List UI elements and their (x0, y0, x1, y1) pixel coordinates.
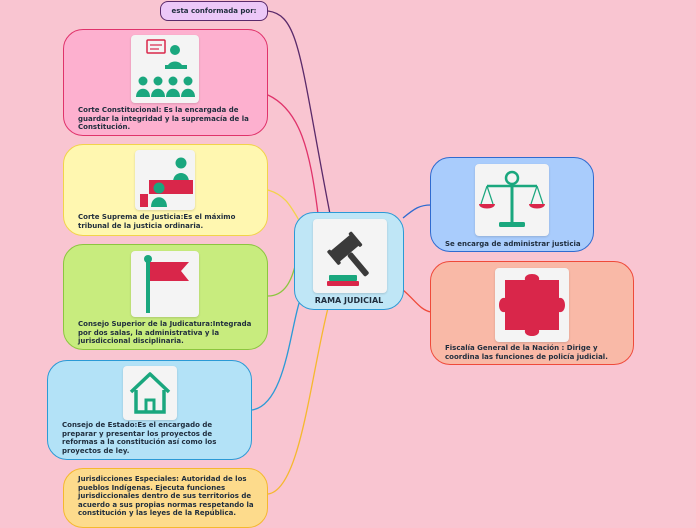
top-label-node[interactable]: esta conformada por: (160, 1, 268, 21)
node-corte-suprema[interactable]: Corte Suprema de Justicia:Es el máximo t… (63, 144, 268, 236)
node-administrar-justicia[interactable]: Se encarga de administrar justicia (430, 157, 594, 252)
scales-of-justice-icon (475, 164, 549, 236)
node-text: Corte Constitucional: Es la encargada de… (78, 106, 249, 132)
node-text: Consejo Superior de la Judicatura:Integr… (78, 320, 252, 346)
node-text: Jurisdicciones Especiales: Autoridad de … (78, 475, 254, 518)
node-consejo-estado[interactable]: Consejo de Estado:Es el encargado de pre… (47, 360, 252, 460)
puzzle-piece-icon (495, 268, 569, 342)
node-fiscalia[interactable]: Fiscalía General de la Nación : Dirige y… (430, 261, 634, 365)
link-jurisdicciones (267, 307, 329, 495)
node-text: Consejo de Estado:Es el encargado de pre… (62, 421, 217, 455)
node-text: Fiscalía General de la Nación : Dirige y… (445, 344, 608, 361)
top-label-text: esta conformada por: (171, 7, 257, 15)
link-corte-constitucional (267, 94, 319, 215)
gavel-icon (313, 219, 387, 293)
node-jurisdicciones-especiales[interactable]: Jurisdicciones Especiales: Autoridad de … (63, 468, 268, 528)
link-corte-suprema (267, 189, 301, 223)
link-top-label (267, 10, 331, 215)
node-text: Se encarga de administrar justicia (445, 240, 581, 248)
link-administrar (402, 204, 432, 219)
red-flag-icon (131, 251, 199, 317)
court-judges-icon (135, 150, 195, 210)
link-fiscalia (402, 289, 432, 313)
center-node[interactable]: RAMA JUDICIAL (294, 212, 404, 310)
node-text: Corte Suprema de Justicia:Es el máximo t… (78, 213, 236, 230)
link-consejo-superior (267, 261, 297, 297)
center-title: RAMA JUDICIAL (314, 296, 384, 305)
link-consejo-estado (251, 299, 301, 411)
presenter-audience-icon (131, 35, 199, 103)
house-icon (123, 366, 177, 420)
node-corte-constitucional[interactable]: Corte Constitucional: Es la encargada de… (63, 29, 268, 136)
node-consejo-superior[interactable]: Consejo Superior de la Judicatura:Integr… (63, 244, 268, 350)
